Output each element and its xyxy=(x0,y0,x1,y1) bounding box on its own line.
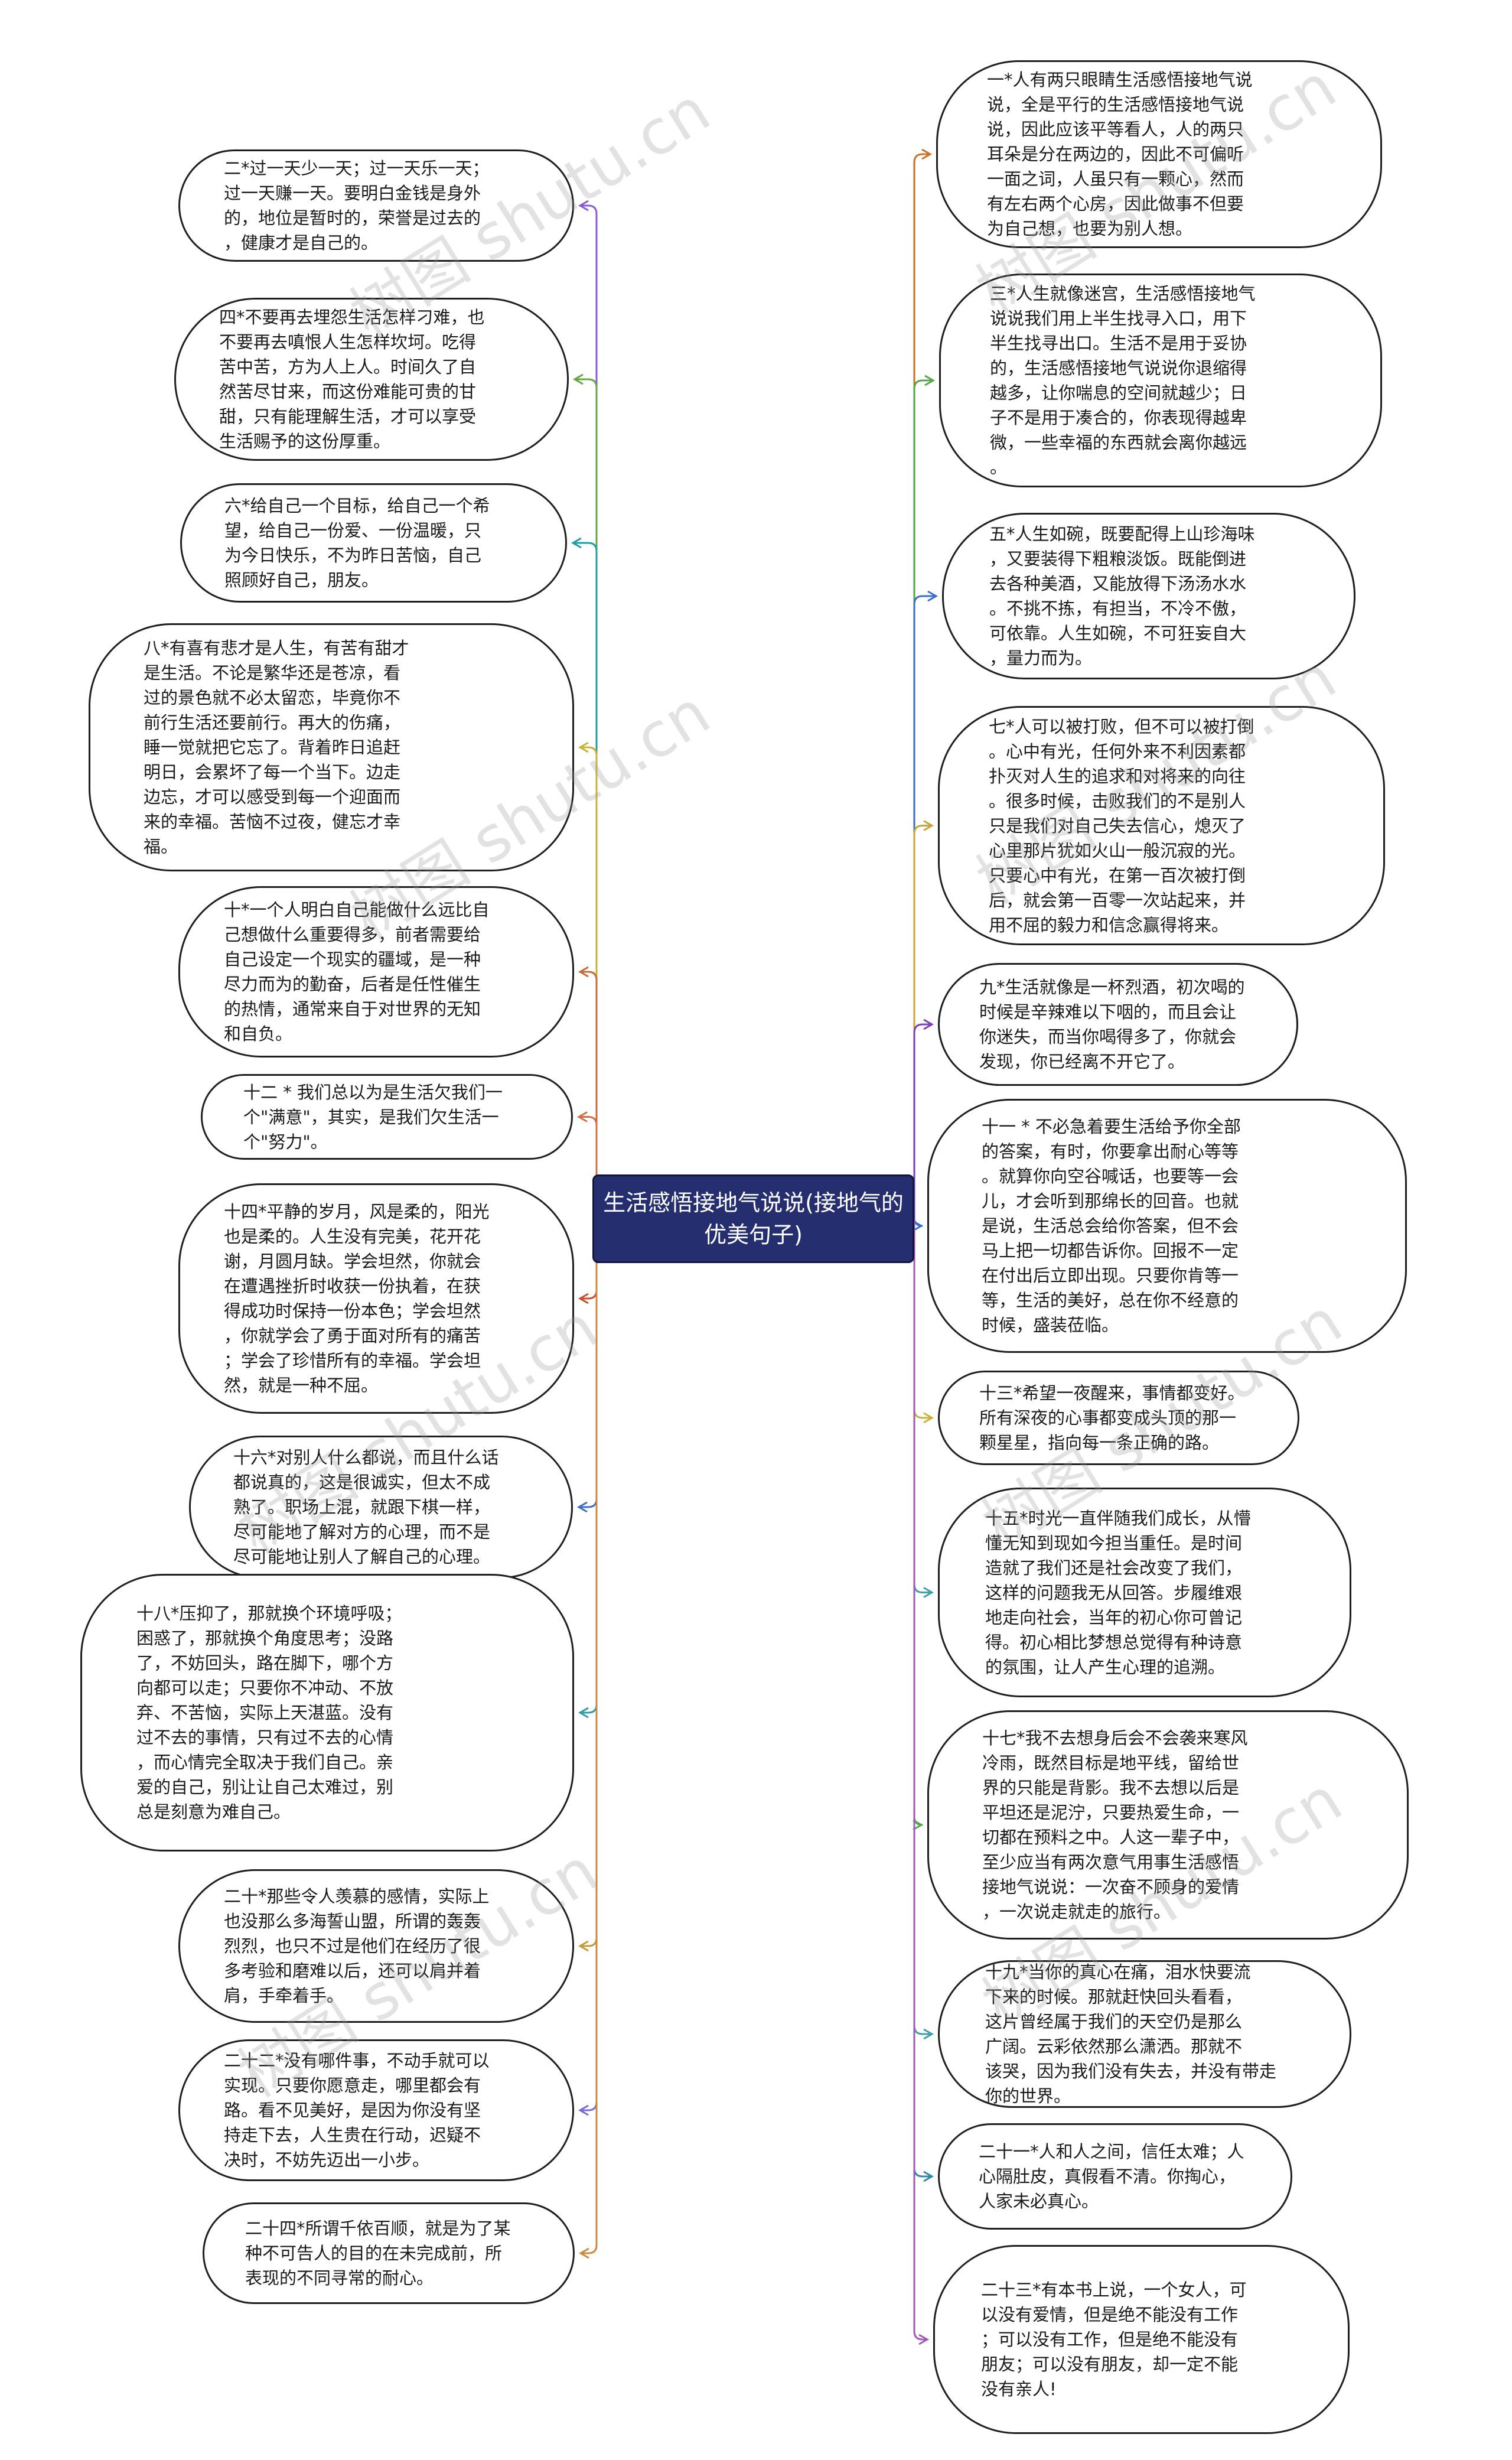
right-branch-node[interactable]: 五*人生如碗，既要配得上山珍海味 ，又要装得下粗粮淡饭。既能倒进 去各种美酒，又… xyxy=(942,513,1355,679)
right-branch-text: 十一 * 不必急着要生活给予你全部 的答案，有时，你要拿出耐心等等 。就算你向空… xyxy=(982,1117,1241,1335)
left-branch-text: 二十二*没有哪件事，不动手就可以 实现。只要你愿意走，哪里都会有 路。看不见美好… xyxy=(224,2051,490,2170)
central-topic[interactable]: 生活感悟接地气说说(接地气的优美句子) xyxy=(592,1174,914,1263)
connector-arrow xyxy=(923,2171,934,2182)
connector-arrow xyxy=(576,1501,588,1513)
left-branch-text: 十二 * 我们总以为是生活欠我们一 个"满意"，其实，是我们欠生活一 个"努力"… xyxy=(243,1082,503,1152)
right-branch-node[interactable]: 二十一*人和人之间，信任太难；人 心隔肚皮，真假看不清。你掏心， 人家未必真心。 xyxy=(938,2123,1292,2230)
left-branch-node[interactable]: 六*给自己一个目标，给自己一个希 望，给自己一份爱、一份温暖，只 为今日快乐，不… xyxy=(180,483,567,603)
left-branch-text: 八*有喜有悲才是人生，有苦有甜才 是生活。不论是繁华还是苍凉，看 过的景色就不必… xyxy=(144,638,409,857)
connector-arrow xyxy=(578,741,589,753)
branch-connector xyxy=(913,1023,932,1219)
right-branch-node[interactable]: 一*人有两只眼睛生活感悟接地气说 说，全是平行的生活感悟接地气说 说，因此应该平… xyxy=(936,60,1382,248)
left-branch-text: 十*一个人明白自己能做什么远比自 己想做什么重要得多，前者需要给 自己设定一个现… xyxy=(224,900,490,1044)
connector-arrow xyxy=(578,1707,589,1719)
branch-connector xyxy=(580,1219,598,2111)
right-branch-text: 二十一*人和人之间，信任太难；人 心隔肚皮，真假看不清。你掏心， 人家未必真心。 xyxy=(979,2142,1244,2211)
connector-arrow xyxy=(913,1819,924,1831)
branch-connector xyxy=(913,825,932,1219)
left-branch-text: 十六*对别人什么都说，而且什么话 都说真的，这是很诚实，但太不成 熟了。职场上混… xyxy=(233,1447,499,1567)
right-branch-node[interactable]: 十九*当你的真心在痛，泪水快要流 下来的时候。那就赶快回头看看， 这片曾经属于我… xyxy=(938,1960,1351,2108)
connector-arrow xyxy=(578,1293,589,1304)
left-branch-node[interactable]: 二十*那些令人羡慕的感情，实际上 也没那么多海誓山盟，所谓的轰轰 烈烈，也只不过… xyxy=(178,1869,574,2023)
right-branch-text: 七*人可以被打败，但不可以被打倒 。心中有光，任何外来不利因素都 扑灭对人生的追… xyxy=(989,716,1254,935)
right-branch-text: 二十三*有本书上说，一个女人，可 以没有爱情，但是绝不能没有工作 ；可以没有工作… xyxy=(981,2280,1247,2399)
right-branch-node[interactable]: 十五*时光一直伴随我们成长，从懵 懂无知到现如今担当重任。是时间 造就了我们还是… xyxy=(938,1488,1351,1697)
connector-arrow xyxy=(923,1412,934,1424)
connector-arrow xyxy=(923,2028,934,2040)
branch-connector xyxy=(573,542,598,1219)
left-branch-node[interactable]: 十八*压抑了，那就换个环境呼吸； 困惑了，那就换个角度思考；没路 了，不妨回头，… xyxy=(80,1574,574,1851)
left-branch-text: 四*不要再去埋怨生活怎样刁难，也 不要再去嗔恨人生怎样坎坷。吃得 苦中苦，方为人… xyxy=(219,307,485,451)
left-branch-node[interactable]: 十四*平静的岁月，风是柔的，阳光 也是柔的。人生没有完美，花开花 谢，月圆月缺。… xyxy=(178,1183,574,1414)
left-branch-node[interactable]: 二十四*所谓千依百顺，就是为了某 种不可告人的目的在未完成前，所 表现的不同寻常… xyxy=(203,2202,575,2304)
branch-connector xyxy=(580,1219,598,1947)
connector-arrow xyxy=(578,966,589,978)
left-branch-node[interactable]: 十六*对别人什么都说，而且什么话 都说真的，这是很诚实，但太不成 熟了。职场上混… xyxy=(189,1436,573,1579)
right-branch-text: 九*生活就像是一杯烈酒，初次喝的 时候是辛辣难以下咽的，而且会让 你迷失，而当你… xyxy=(979,977,1245,1072)
right-branch-node[interactable]: 十七*我不去想身后会不会袭来寒风 冷雨，既然目标是地平线，留给世 界的只能是背影… xyxy=(927,1710,1409,1940)
right-branch-node[interactable]: 二十三*有本书上说，一个女人，可 以没有爱情，但是绝不能没有工作 ；可以没有工作… xyxy=(933,2245,1350,2434)
connector-arrow xyxy=(578,1940,589,1952)
left-branch-text: 十八*压抑了，那就换个环境呼吸； 困惑了，那就换个角度思考；没路 了，不妨回头，… xyxy=(136,1603,402,1822)
connector-arrow xyxy=(578,200,589,211)
right-branch-text: 十五*时光一直伴随我们成长，从懵 懂无知到现如今担当重任。是时间 造就了我们还是… xyxy=(985,1508,1251,1677)
branch-connector xyxy=(913,1219,927,2341)
connector-arrow xyxy=(923,1587,934,1598)
right-branch-node[interactable]: 三*人生就像迷宫，生活感悟接地气 说说我们用上半生找寻入口，用下 半生找寻出口。… xyxy=(939,274,1382,487)
branch-connector xyxy=(913,379,933,1219)
right-branch-text: 十七*我不去想身后会不会袭来寒风 冷雨，既然目标是地平线，留给世 界的只能是背影… xyxy=(982,1728,1248,1922)
branch-connector xyxy=(913,153,930,1219)
right-branch-node[interactable]: 十一 * 不必急着要生活给予你全部 的答案，有时，你要拿出耐心等等 。就算你向空… xyxy=(927,1099,1407,1353)
connector-arrow xyxy=(927,590,939,602)
branch-connector xyxy=(575,378,598,1219)
right-branch-node[interactable]: 九*生活就像是一杯烈酒，初次喝的 时候是辛辣难以下咽的，而且会让 你迷失，而当你… xyxy=(938,963,1298,1086)
connector-arrow xyxy=(923,820,934,831)
right-branch-text: 一*人有两只眼睛生活感悟接地气说 说，全是平行的生活感悟接地气说 说，因此应该平… xyxy=(987,70,1253,239)
connector-arrow xyxy=(924,375,936,386)
branch-connector xyxy=(580,971,598,1219)
connector-arrow xyxy=(572,373,584,385)
right-branch-node[interactable]: 十三*希望一夜醒来，事情都变好。 所有深夜的心事都变成头顶的那一 颗星星，指向每… xyxy=(938,1371,1299,1465)
right-branch-text: 十九*当你的真心在痛，泪水快要流 下来的时候。那就赶快回头看看， 这片曾经属于我… xyxy=(985,1962,1277,2106)
central-topic-title: 生活感悟接地气说说(接地气的优美句子) xyxy=(603,1190,904,1248)
branch-connector xyxy=(580,1219,598,1714)
connector-arrow xyxy=(923,1019,934,1030)
branch-connector xyxy=(580,204,598,1219)
connector-arrow xyxy=(571,537,582,549)
left-branch-text: 二十四*所谓千依百顺，就是为了某 种不可告人的目的在未完成前，所 表现的不同寻常… xyxy=(245,2218,511,2288)
connector-arrow xyxy=(576,1111,588,1122)
left-branch-node[interactable]: 十*一个人明白自己能做什么远比自 己想做什么重要得多，前者需要给 自己设定一个现… xyxy=(178,886,574,1057)
branch-connector xyxy=(913,1219,923,1826)
left-branch-node[interactable]: 八*有喜有悲才是人生，有苦有甜才 是生活。不论是繁华还是苍凉，看 过的景色就不必… xyxy=(89,623,574,871)
connector-arrow xyxy=(921,148,933,160)
left-branch-node[interactable]: 十二 * 我们总以为是生活欠我们一 个"满意"，其实，是我们欠生活一 个"努力"… xyxy=(201,1074,573,1160)
branch-connector xyxy=(579,1116,598,1219)
right-branch-text: 五*人生如碗，既要配得上山珍海味 ，又要装得下粗粮淡饭。既能倒进 去各种美酒，又… xyxy=(989,524,1255,668)
left-branch-text: 六*给自己一个目标，给自己一个希 望，给自己一份爱、一份温暖，只 为今日快乐，不… xyxy=(224,496,490,590)
connector-arrow xyxy=(918,2334,930,2345)
branch-connector xyxy=(579,1219,598,1508)
connector-arrow xyxy=(578,2104,589,2116)
right-branch-text: 三*人生就像迷宫，生活感悟接地气 说说我们用上半生找寻入口，用下 半生找寻出口。… xyxy=(990,284,1256,477)
left-branch-node[interactable]: 二*过一天少一天；过一天乐一天； 过一天赚一天。要明白金钱是身外 的，地位是暂时… xyxy=(178,149,574,262)
branch-connector xyxy=(913,595,936,1219)
left-branch-text: 二*过一天少一天；过一天乐一天； 过一天赚一天。要明白金钱是身外 的，地位是暂时… xyxy=(224,158,490,253)
connector-arrow xyxy=(913,1220,924,1232)
connector-arrow xyxy=(578,2247,589,2259)
left-branch-text: 二十*那些令人羡慕的感情，实际上 也没那么多海誓山盟，所谓的轰轰 烈烈，也只不过… xyxy=(224,1886,490,2006)
right-branch-text: 十三*希望一夜醒来，事情都变好。 所有深夜的心事都变成头顶的那一 颗星星，指向每… xyxy=(979,1383,1245,1453)
left-branch-node[interactable]: 四*不要再去埋怨生活怎样刁难，也 不要再去嗔恨人生怎样坎坷。吃得 苦中苦，方为人… xyxy=(174,298,569,461)
left-branch-node[interactable]: 二十二*没有哪件事，不动手就可以 实现。只要你愿意走，哪里都会有 路。看不见美好… xyxy=(178,2039,574,2181)
branch-connector xyxy=(581,1219,598,2254)
branch-connector xyxy=(913,1219,932,2035)
left-branch-text: 十四*平静的岁月，风是柔的，阳光 也是柔的。人生没有完美，花开花 谢，月圆月缺。… xyxy=(224,1202,490,1395)
right-branch-node[interactable]: 七*人可以被打败，但不可以被打倒 。心中有光，任何外来不利因素都 扑灭对人生的追… xyxy=(938,706,1385,945)
branch-connector xyxy=(580,746,598,1219)
